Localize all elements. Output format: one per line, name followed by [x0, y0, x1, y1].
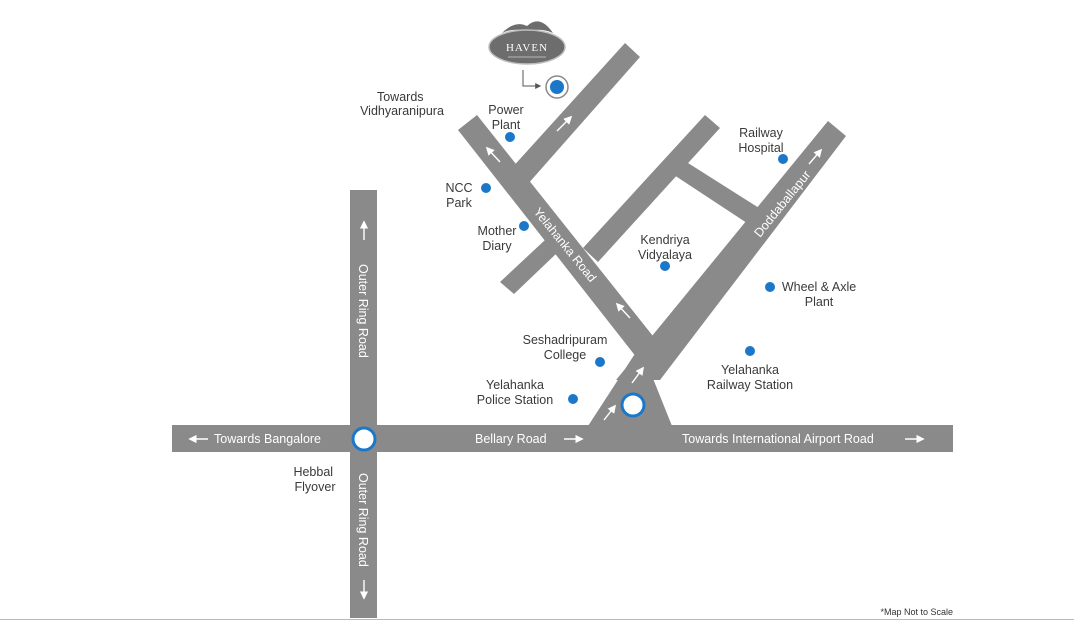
ornament-icon [502, 21, 553, 33]
logo-text: HAVEN [506, 42, 548, 54]
road-arrows [188, 115, 925, 600]
outer-ring-road [350, 190, 377, 618]
bellary-road [172, 425, 953, 452]
logo-badge [488, 29, 566, 65]
location-dot-icon [481, 183, 491, 193]
bellary-road-label: Bellary Road [475, 432, 547, 446]
arrow-icon [808, 148, 823, 165]
left-connector-road [500, 240, 558, 294]
location-dot-icon [519, 221, 529, 231]
doddaballapur-road [616, 121, 846, 380]
yelahanka-road [458, 115, 668, 372]
top-connector-road [510, 43, 640, 185]
bottom-divider [0, 619, 1074, 620]
roads [172, 43, 953, 618]
middle-diagonal-road [583, 115, 720, 262]
cross-connector-road [674, 163, 770, 229]
haven-logo: HAVEN [488, 21, 569, 99]
outer-ring-road-label-top: Outer Ring Road [356, 264, 370, 358]
hebbal-flyover-label: Hebbal Flyover [293, 465, 336, 494]
location-dot-icon [778, 154, 788, 164]
location-dot-icon [745, 346, 755, 356]
arrow-icon [631, 366, 644, 384]
location-dot-icon [505, 132, 515, 142]
logo-pointer [522, 70, 542, 89]
towards-airport-label: Towards International Airport Road [682, 432, 874, 446]
location-dot-icon [595, 357, 605, 367]
scale-note: *Map Not to Scale [880, 607, 953, 617]
location-dot-icon [568, 394, 578, 404]
location-dot-icon [765, 282, 775, 292]
arrow-icon [556, 115, 573, 132]
towards-bangalore-label: Towards Bangalore [214, 432, 321, 446]
arrow-icon [615, 302, 631, 319]
site-marker [550, 80, 564, 94]
towards-vidhyaranipura-label: Towards Vidhyaranipura [360, 90, 444, 118]
outer-ring-road-label-bottom: Outer Ring Road [356, 473, 370, 567]
yelahanka-junction-ring [620, 392, 646, 418]
arrow-icon [603, 404, 617, 421]
location-dot-icon [660, 261, 670, 271]
arrow-icon [485, 146, 501, 163]
hebbal-junction-ring [351, 426, 377, 452]
